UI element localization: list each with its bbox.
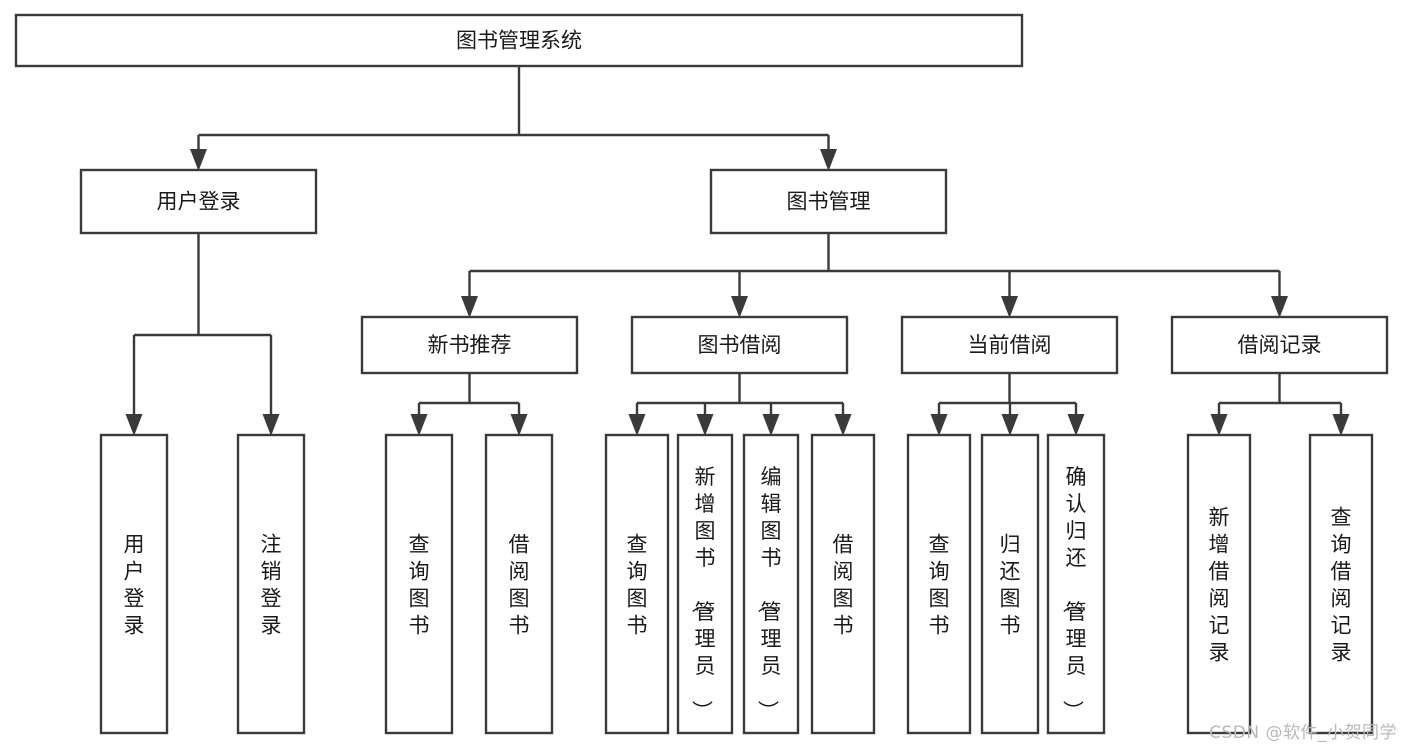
node-current-borrow-box [900, 315, 1119, 375]
arrow-head-icon [190, 149, 207, 171]
node-leaf-logout-label: 注销登录 [261, 533, 282, 638]
arrow-head-icon [696, 414, 714, 436]
arrow-head-icon [510, 414, 528, 436]
node-leaf-borrow-book-2[interactable]: 借阅图书 [810, 433, 876, 735]
node-leaf-user-login-box [99, 433, 169, 735]
node-leaf-query-record-box [1308, 433, 1374, 735]
node-book-borrow-box [630, 315, 849, 375]
node-leaf-add-record-label: 新增借阅记录 [1209, 506, 1230, 665]
node-leaf-borrow-book-1-box [484, 433, 554, 735]
node-leaf-query-book-3-label: 查询图书 [929, 533, 950, 638]
node-current-borrow-label: 当前借阅 [968, 333, 1052, 357]
node-leaf-borrow-book-2-label: 借阅图书 [833, 533, 854, 638]
node-user-login-box [79, 168, 318, 235]
node-leaf-add-book-box [676, 433, 734, 735]
arrow-head-icon [262, 414, 280, 436]
node-leaf-query-book-1-label: 查询图书 [409, 533, 430, 638]
node-leaf-logout-box [236, 433, 306, 735]
node-leaf-add-record[interactable]: 新增借阅记录 [1186, 433, 1252, 735]
node-leaf-logout[interactable]: 注销登录 [236, 433, 306, 735]
node-leaf-query-book-2-label: 查询图书 [627, 533, 648, 638]
node-book-manage[interactable]: 图书管理 [709, 168, 948, 235]
nodes-layer: 图书管理系统用户登录图书管理新书推荐图书借阅当前借阅借阅记录用户登录注销登录查询… [14, 13, 1389, 735]
node-root-system-box [14, 13, 1024, 68]
arrow-head-icon [1332, 414, 1350, 436]
node-leaf-query-book-2-box [604, 433, 670, 735]
arrow-head-icon [1001, 414, 1019, 436]
node-leaf-query-book-1[interactable]: 查询图书 [384, 433, 454, 735]
node-new-book-recommend-box [360, 315, 579, 375]
node-borrow-record-label: 借阅记录 [1238, 333, 1322, 357]
node-leaf-edit-book[interactable]: 编辑图书（管理员） [742, 433, 800, 735]
arrow-head-icon [1271, 296, 1288, 318]
node-leaf-query-book-2[interactable]: 查询图书 [604, 433, 670, 735]
arrow-head-icon [762, 414, 780, 436]
node-root-system[interactable]: 图书管理系统 [14, 13, 1024, 68]
node-leaf-add-book-label: 新增图书（管理员） [690, 465, 716, 721]
node-leaf-return-book-box [980, 433, 1040, 735]
node-leaf-edit-book-box [742, 433, 800, 735]
node-book-manage-label: 图书管理 [787, 190, 871, 214]
arrow-head-icon [820, 149, 837, 171]
node-new-book-recommend[interactable]: 新书推荐 [360, 315, 579, 375]
arrow-head-icon [461, 296, 478, 318]
node-leaf-add-book[interactable]: 新增图书（管理员） [676, 433, 734, 735]
node-leaf-confirm-return-box [1046, 433, 1106, 735]
arrow-head-icon [731, 296, 748, 318]
node-leaf-user-login-label: 用户登录 [124, 533, 145, 638]
arrow-head-icon [1210, 414, 1228, 436]
node-leaf-borrow-book-1-label: 借阅图书 [509, 533, 530, 638]
node-current-borrow[interactable]: 当前借阅 [900, 315, 1119, 375]
node-leaf-query-record-label: 查询借阅记录 [1331, 506, 1352, 665]
node-leaf-confirm-return[interactable]: 确认归还（管理员） [1046, 433, 1106, 735]
node-user-login[interactable]: 用户登录 [79, 168, 318, 235]
node-leaf-user-login[interactable]: 用户登录 [99, 433, 169, 735]
arrow-head-icon [125, 414, 143, 436]
node-root-system-label: 图书管理系统 [456, 29, 582, 53]
arrow-head-icon [1001, 296, 1018, 318]
arrow-head-icon [834, 414, 852, 436]
node-borrow-record-box [1170, 315, 1389, 375]
node-leaf-borrow-book-2-box [810, 433, 876, 735]
node-leaf-add-record-box [1186, 433, 1252, 735]
connectors-layer [125, 66, 1350, 436]
node-leaf-return-book[interactable]: 归还图书 [980, 433, 1040, 735]
node-user-login-label: 用户登录 [157, 190, 241, 214]
node-leaf-query-book-3-box [906, 433, 972, 735]
node-leaf-query-book-1-box [384, 433, 454, 735]
node-book-borrow-label: 图书借阅 [698, 333, 782, 357]
arrow-head-icon [628, 414, 646, 436]
arrow-head-icon [1067, 414, 1085, 436]
node-leaf-return-book-label: 归还图书 [1000, 533, 1021, 638]
node-leaf-query-record[interactable]: 查询借阅记录 [1308, 433, 1374, 735]
node-borrow-record[interactable]: 借阅记录 [1170, 315, 1389, 375]
node-new-book-recommend-label: 新书推荐 [428, 333, 512, 357]
node-book-borrow[interactable]: 图书借阅 [630, 315, 849, 375]
node-leaf-query-book-3[interactable]: 查询图书 [906, 433, 972, 735]
node-leaf-edit-book-label: 编辑图书（管理员） [756, 465, 782, 721]
arrow-head-icon [410, 414, 428, 436]
node-leaf-confirm-return-label: 确认归还（管理员） [1061, 465, 1087, 721]
arrow-head-icon [930, 414, 948, 436]
node-leaf-borrow-book-1[interactable]: 借阅图书 [484, 433, 554, 735]
node-book-manage-box [709, 168, 948, 235]
